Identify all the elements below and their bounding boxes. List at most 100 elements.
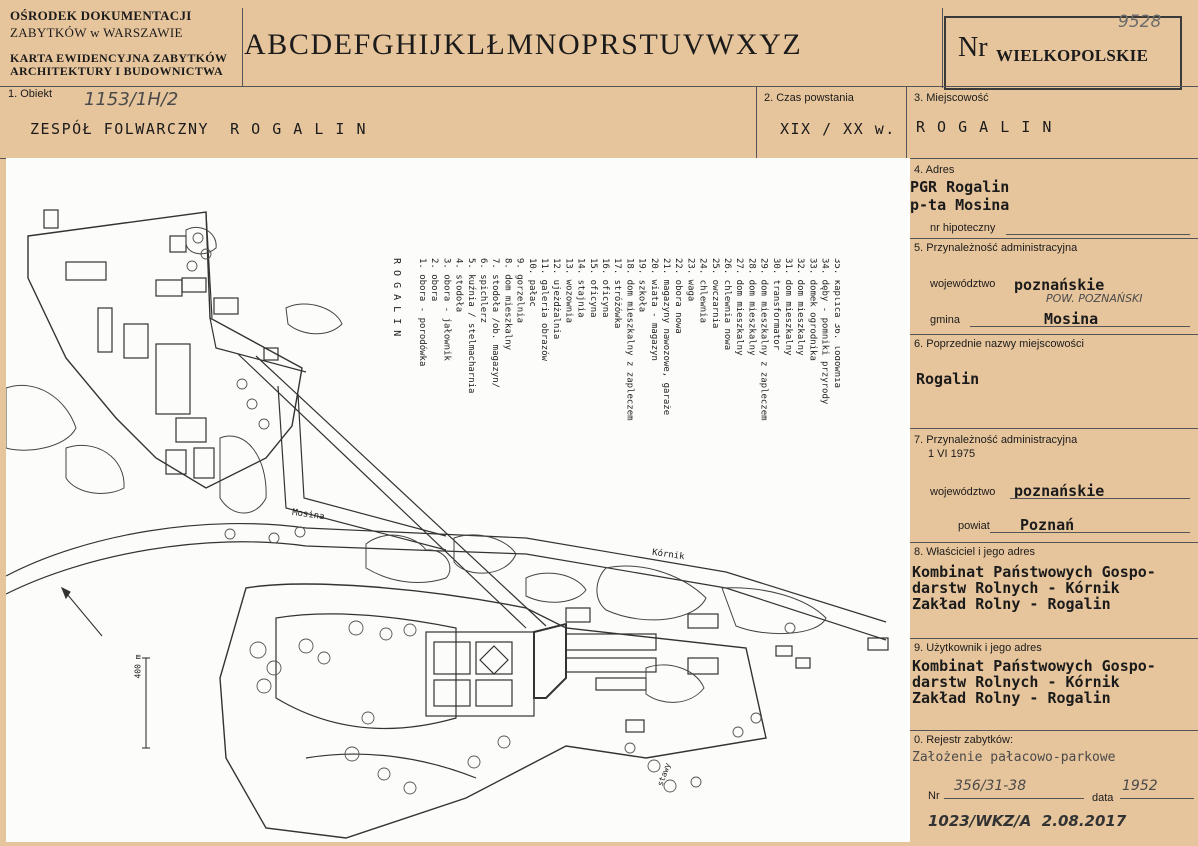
- legend-item: 19. szkoła: [637, 258, 647, 312]
- legend-item: 21. magazyny nawozowe, garaże: [661, 258, 671, 415]
- letter-25: Z: [782, 28, 801, 61]
- legend-item: 12. ujeżdżalnia: [551, 258, 561, 339]
- letter-23: X: [735, 28, 758, 61]
- letter-5: F: [353, 28, 371, 61]
- right-column: 4. Adres PGR Rogalin p-ta Mosina nr hipo…: [910, 158, 1198, 846]
- adres-label: 4. Adres: [914, 164, 955, 176]
- wojewodztwo-value: poznańskie: [1014, 276, 1105, 294]
- legend-title: R O G A L I N: [391, 258, 402, 336]
- poprzednie-nazwy-label: 6. Poprzednie nazwy miejscowości: [914, 338, 1084, 350]
- letter-0: A: [244, 28, 266, 61]
- miejscowosc-label: 3. Miejscowość: [914, 92, 989, 104]
- voivodeship-name: WIELKOPOLSKIE: [996, 46, 1149, 65]
- wojewodztwo2-label: województwo: [930, 486, 996, 498]
- rejestr-nr-value: 356/31-38: [954, 778, 1027, 794]
- przynaleznosc-1975-label: 7. Przynależność administracyjna: [914, 434, 1078, 446]
- letter-2: C: [288, 28, 309, 61]
- legend-item: 2. obora: [429, 258, 439, 301]
- legend-item: 31. dom mieszkalny: [783, 258, 793, 356]
- letter-8: I: [418, 28, 429, 61]
- wojewodztwo2-value: poznańskie: [1014, 482, 1105, 500]
- legend-item: 34. dęby - pomniki przyrody: [820, 258, 830, 405]
- org-name-line2: ZABYTKÓW w WARSZAWIE: [10, 25, 183, 40]
- letter-15: O: [558, 28, 580, 61]
- legend-item: 17. stróżówka: [612, 258, 623, 328]
- legend-item: 26. chlewnia nowa: [722, 258, 732, 350]
- letter-20: U: [659, 28, 682, 61]
- legend-item: 18. dom mieszkalny z zapleczem: [624, 258, 634, 421]
- legend-item: 32. dom mieszkalny: [795, 258, 805, 356]
- legend-item: 1. obora - porodówka: [417, 258, 428, 366]
- legend-item: 7. stodoła /ob. magazyn/: [490, 258, 500, 388]
- data-label: data: [1092, 792, 1114, 804]
- wojewodztwo-handwritten-note: POW. POZNAŃSKI: [1046, 292, 1143, 305]
- legend-item: 22. obora nowa: [673, 258, 683, 334]
- uzytkownik-line: darstw Rolnych - Kórnik: [912, 673, 1120, 691]
- legend-item: 27. dom mieszkalny: [734, 258, 744, 356]
- wlasciciel-value: Kombinat Państwowych Gospo- darstw Rolny…: [912, 564, 1156, 612]
- letter-12: Ł: [486, 28, 505, 61]
- letter-11: L: [466, 28, 485, 61]
- legend-item: 13. wozownia: [563, 258, 573, 323]
- card-number: 9528: [1118, 12, 1162, 32]
- uzytkownik-value: Kombinat Państwowych Gospo- darstw Rolny…: [912, 658, 1156, 706]
- legend-item: 35. kaplica 36. lodownia: [832, 258, 840, 388]
- letter-7: H: [395, 28, 417, 61]
- wlasciciel-line: Kombinat Państwowych Gospo-: [912, 563, 1156, 581]
- letter-16: P: [581, 28, 598, 61]
- obiekt-value: ZESPÓŁ FOLWARCZNY R O G A L I N: [30, 120, 367, 138]
- letter-3: D: [310, 28, 333, 61]
- site-map: Mosina Kórnik 400 m stawy: [6, 158, 910, 842]
- legend-item: 6. spichlerz: [478, 258, 488, 323]
- legend-item: 28. dom mieszkalny: [746, 258, 756, 356]
- wlasciciel-label: 8. Właściciel i jego adres: [914, 546, 1036, 558]
- north-arrow-icon: [60, 586, 103, 637]
- legend-item: 20. wiata - magazyn: [649, 258, 659, 361]
- uzytkownik-line: Zakład Rolny - Rogalin: [912, 689, 1111, 707]
- letter-13: M: [506, 28, 534, 61]
- letter-10: K: [443, 28, 466, 61]
- letter-4: E: [333, 28, 353, 61]
- letter-19: T: [639, 28, 658, 61]
- nr-hipoteczny-label: nr hipoteczny: [930, 222, 996, 234]
- czas-powstania-value: XIX / XX w.: [780, 120, 896, 138]
- scale-bar-icon: [142, 657, 150, 749]
- legend-item: 23. waga: [685, 258, 695, 301]
- letter-6: G: [371, 28, 394, 61]
- adres-line2: p-ta Mosina: [910, 196, 1010, 214]
- rejestr-value: Założenie pałacowo-parkowe: [912, 750, 1116, 765]
- card-title-line2: ARCHITEKTURY I BUDOWNICTWA: [10, 64, 223, 78]
- letter-1: B: [267, 28, 288, 61]
- legend-item: 8. dom mieszkalny: [502, 258, 512, 351]
- legend-item: 3. obora - jałownik: [441, 258, 451, 362]
- nr-label: Nr: [958, 32, 988, 63]
- legend-item: 15. oficyna: [588, 258, 598, 318]
- powiat-value: Poznań: [1020, 516, 1075, 534]
- uzytkownik-line: Kombinat Państwowych Gospo-: [912, 657, 1156, 675]
- legend-item: 11. galeria obrazów: [539, 258, 550, 362]
- legend-item: 9. gorzelnia: [515, 258, 525, 323]
- letter-22: W: [705, 28, 735, 61]
- gmina-label: gmina: [930, 314, 960, 326]
- uzytkownik-label: 9. Użytkownik i jego adres: [914, 642, 1042, 654]
- legend-item: 33. domek ogrodnika: [807, 258, 817, 361]
- czas-powstania-label: 2. Czas powstania: [764, 92, 854, 104]
- data-value: 1952: [1122, 778, 1158, 794]
- rejestr-nr-label: Nr: [928, 790, 940, 802]
- letter-21: V: [682, 28, 705, 61]
- obiekt-inventory-number: 1153/1H/2: [84, 89, 179, 110]
- przynaleznosc-label: 5. Przynależność administracyjna: [914, 242, 1078, 254]
- legend-item: 24. chlewnia: [698, 258, 708, 323]
- adres-line1: PGR Rogalin: [910, 178, 1010, 196]
- wlasciciel-line: darstw Rolnych - Kórnik: [912, 579, 1120, 597]
- legend-item: 29. dom mieszkalny z zapleczem: [759, 258, 769, 421]
- wlasciciel-line: Zakład Rolny - Rogalin: [912, 595, 1111, 613]
- legend-item: 16. oficyna: [600, 258, 610, 318]
- legend-item: 14. stajnia: [576, 258, 586, 318]
- obiekt-label: 1. Obiekt: [8, 88, 53, 100]
- poprzednie-nazwy-value: Rogalin: [916, 370, 980, 388]
- powiat-label: powiat: [958, 520, 990, 532]
